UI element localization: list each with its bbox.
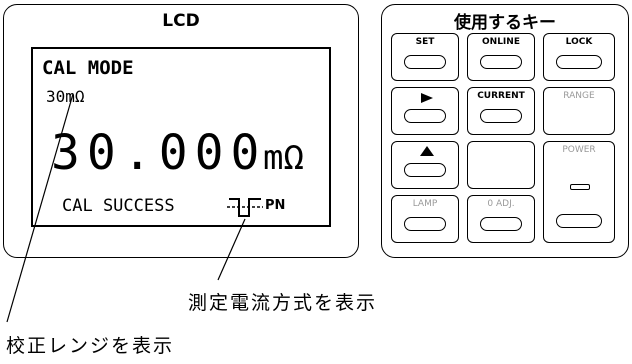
power-indicator: [570, 184, 590, 190]
current-key-label: CURRENT: [477, 91, 525, 101]
power-key-label: POWER: [562, 145, 596, 155]
lock-key-label: LOCK: [565, 37, 593, 47]
power-key[interactable]: POWER: [543, 141, 615, 243]
pulse-waveform-icon: [225, 195, 267, 219]
key-panel: 使用するキー SET ONLINE LOCK CURRENT RANGE POW…: [381, 4, 629, 258]
zero-adj-key-label: 0 ADJ.: [487, 199, 515, 209]
range-display-annotation: 校正レンジを表示: [6, 335, 175, 357]
lock-key[interactable]: LOCK: [543, 33, 615, 81]
up-arrow-key[interactable]: [391, 141, 459, 189]
lamp-key[interactable]: LAMP: [391, 195, 459, 243]
set-key-label: SET: [415, 37, 435, 47]
lcd-panel: LCD CAL MODE 30mΩ 30.000 mΩ CAL SUCCESS …: [3, 4, 359, 258]
range-key-label: RANGE: [563, 91, 595, 101]
set-key[interactable]: SET: [391, 33, 459, 81]
value-unit: mΩ: [263, 138, 304, 178]
lcd-panel-title: LCD: [162, 11, 200, 31]
online-key[interactable]: ONLINE: [467, 33, 535, 81]
blank-key[interactable]: [467, 141, 535, 189]
range-key[interactable]: RANGE: [543, 87, 615, 135]
up-arrow-icon: [420, 146, 434, 156]
current-method-annotation: 測定電流方式を表示: [188, 292, 378, 314]
range-leader-line: [6, 93, 74, 323]
zero-adj-key[interactable]: 0 ADJ.: [467, 195, 535, 243]
mode-line: CAL MODE: [42, 57, 134, 79]
right-arrow-key[interactable]: [391, 87, 459, 135]
status-text: CAL SUCCESS: [62, 196, 175, 216]
current-key[interactable]: CURRENT: [467, 87, 535, 135]
measured-value: 30.000: [51, 125, 267, 181]
current-method-leader-line: [217, 218, 246, 281]
pn-label: PN: [265, 198, 286, 213]
range-line: 30mΩ: [46, 87, 85, 106]
online-key-label: ONLINE: [482, 37, 520, 47]
lcd-screen: CAL MODE 30mΩ 30.000 mΩ CAL SUCCESS PN: [31, 47, 331, 227]
lamp-key-label: LAMP: [412, 199, 438, 209]
right-arrow-icon: [421, 93, 433, 103]
key-panel-title: 使用するキー: [454, 13, 556, 33]
